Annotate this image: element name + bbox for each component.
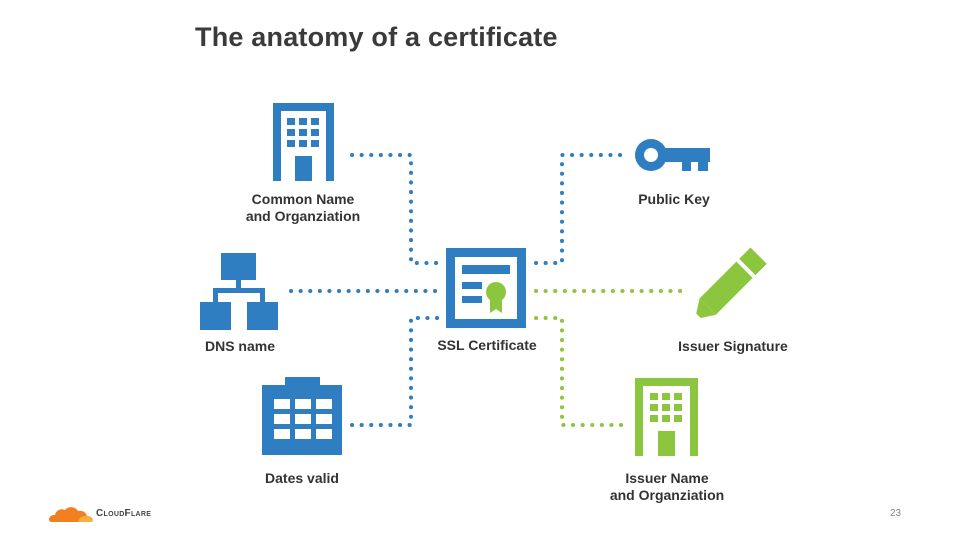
certificate-icon <box>446 248 526 328</box>
label-common-name-line1: Common Name <box>251 191 355 207</box>
cloud-icon <box>48 507 93 522</box>
building-icon <box>273 103 334 181</box>
label-ssl: SSL Certificate <box>437 337 537 353</box>
label-dates: Dates valid <box>265 470 339 486</box>
calendar-icon <box>262 377 342 455</box>
label-common-name: Common Name and Organziation <box>233 191 373 225</box>
label-issuer: Issuer Name and Organziation <box>597 470 737 504</box>
key-icon <box>635 139 710 171</box>
page-title: The anatomy of a certificate <box>195 22 558 52</box>
connector-public-key <box>534 153 625 265</box>
connector-common-name <box>350 153 440 265</box>
label-common-name-line2: and Organziation <box>245 208 361 224</box>
label-public-key: Public Key <box>638 191 710 207</box>
label-issuer-line1: Issuer Name <box>625 470 709 486</box>
label-signature: Issuer Signature <box>678 338 788 354</box>
cloudflare-logo: CloudFlare <box>48 503 151 523</box>
logo-text: CloudFlare <box>96 507 152 519</box>
pencil-icon <box>694 247 767 320</box>
building-icon <box>635 378 698 456</box>
hierarchy-icon <box>200 253 278 330</box>
connector-dates <box>350 316 440 427</box>
label-dns: DNS name <box>204 338 276 354</box>
label-issuer-line2: and Organziation <box>609 487 725 503</box>
page-number: 23 <box>890 508 902 519</box>
connector-issuer <box>534 316 625 427</box>
